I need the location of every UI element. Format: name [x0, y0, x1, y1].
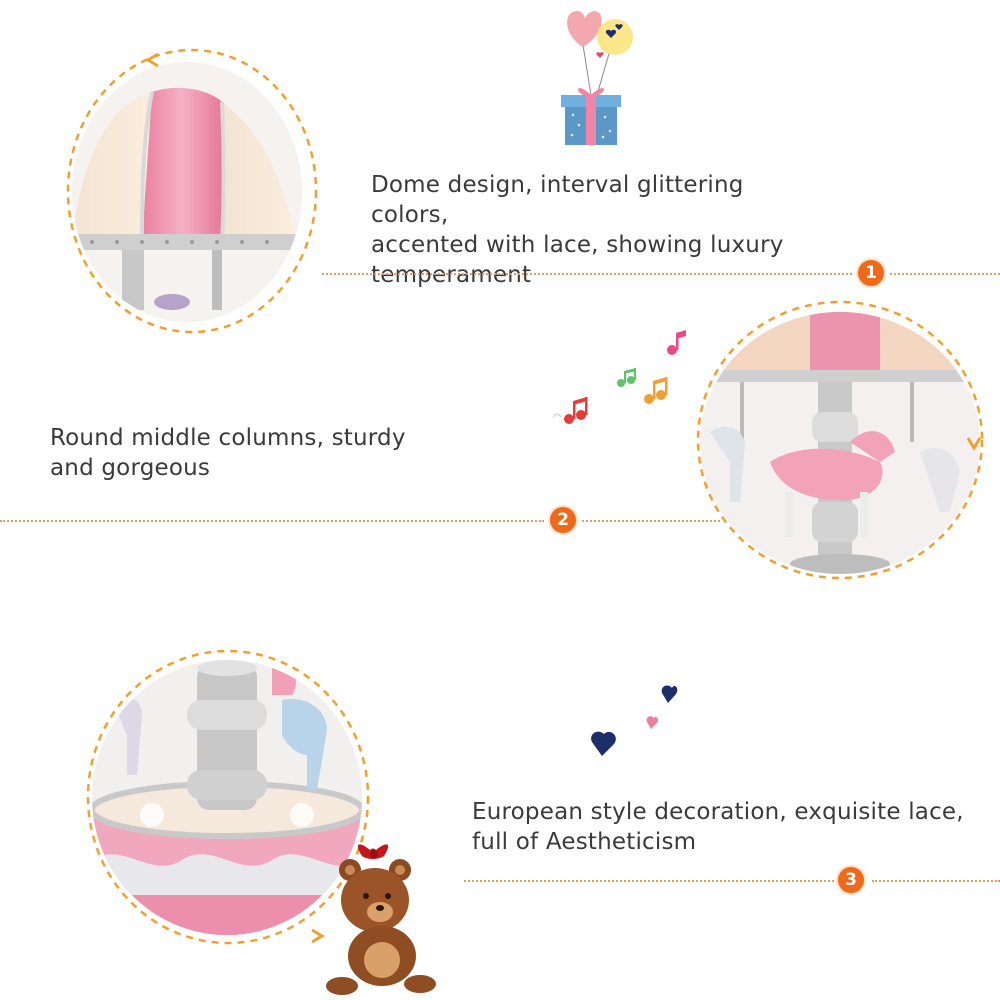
feature-2-line-2: and gorgeous — [50, 455, 211, 481]
hearts-icon — [590, 680, 690, 760]
feature-1-line-3: temperament — [371, 262, 532, 288]
feature-3-divider-right — [872, 880, 1000, 882]
music-notes-icon — [545, 325, 705, 435]
columns-dashed-ring — [690, 294, 990, 586]
feature-2-number-badge: 2 — [550, 507, 576, 533]
feature-1-number-badge: 1 — [858, 260, 884, 286]
columns-photo — [700, 312, 980, 574]
dome-photo — [72, 62, 302, 322]
dome-dashed-ring — [62, 44, 322, 338]
feature-1-divider — [322, 273, 852, 275]
base-photo — [92, 660, 362, 935]
feature-3-line-2: full of Aestheticism — [472, 829, 697, 855]
gift-balloon-icon — [555, 5, 645, 150]
feature-1-divider-right — [890, 273, 1000, 275]
feature-2-text: Round middle columns, sturdy and gorgeou… — [50, 423, 470, 483]
feature-2-line-1: Round middle columns, sturdy — [50, 425, 406, 451]
feature-2-divider — [0, 520, 544, 522]
feature-1-line-1: Dome design, interval glittering colors, — [371, 172, 744, 228]
feature-1-line-2: accented with lace, showing luxury — [371, 232, 784, 258]
feature-3-text: European style decoration, exquisite lac… — [472, 797, 1000, 857]
feature-2-divider-right — [582, 520, 720, 522]
feature-3-line-1: European style decoration, exquisite lac… — [472, 799, 964, 825]
feature-1-text: Dome design, interval glittering colors,… — [371, 170, 811, 290]
feature-3-divider — [464, 880, 834, 882]
feature-3-number-badge: 3 — [838, 867, 864, 893]
teddy-bear-icon — [322, 838, 452, 998]
base-dashed-ring — [80, 644, 376, 950]
